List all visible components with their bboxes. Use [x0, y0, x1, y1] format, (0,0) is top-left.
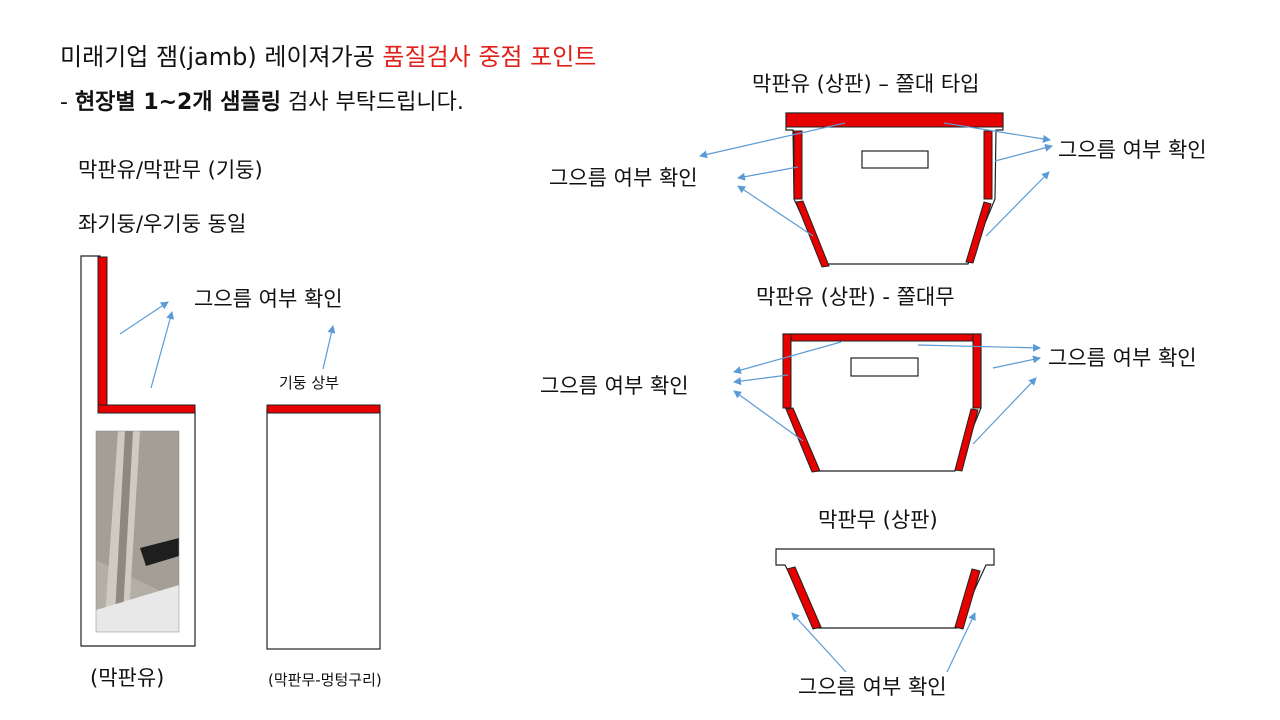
- arrow: [972, 377, 1037, 445]
- pillar-red-edge-horizontal: [97, 404, 196, 414]
- pillar-red-edge-vertical: [97, 256, 108, 412]
- diagram1-arrows: [699, 122, 1053, 237]
- arrow: [946, 612, 976, 673]
- diagram2-slot: [850, 357, 919, 377]
- arrow: [737, 185, 814, 237]
- arrow: [150, 311, 174, 389]
- title-highlight: 품질검사 중점 포인트: [382, 43, 597, 71]
- arrow: [733, 374, 789, 386]
- diagram1-shape: [785, 112, 1004, 268]
- diagram2-title: 막판유 (상판) - 쫄대무: [756, 285, 955, 309]
- arrow: [322, 325, 336, 370]
- diagram2-shape: [782, 333, 982, 473]
- diagram2-top-edge: [782, 333, 982, 342]
- arrow: [917, 343, 1041, 352]
- arrow: [992, 355, 1041, 369]
- pillar-arrows: [119, 301, 336, 389]
- caption-makpanmu: (막판무-멍텅구리): [268, 671, 382, 689]
- arrow: [985, 171, 1050, 237]
- pillar-makpanyu: [80, 255, 196, 647]
- diagram1-title: 막판유 (상판) – 쫄대 타입: [752, 72, 980, 96]
- diagram3-check-bottom: 그으름 여부 확인: [798, 675, 947, 699]
- pillar-top-label: 기둥 상부: [279, 374, 339, 392]
- caption-makpanyu: (막판유): [90, 666, 165, 690]
- pillar-makpanmu: [266, 404, 381, 650]
- title-prefix: 미래기업 잼(jamb) 레이져가공: [60, 43, 383, 71]
- diagram3-arrows: [791, 612, 976, 673]
- arrow: [733, 390, 804, 442]
- arrow: [699, 122, 846, 159]
- arrow: [737, 166, 799, 181]
- subtitle-bold: 현장별 1~2개 샘플링: [74, 90, 281, 115]
- subtitle-rest: 검사 부탁드립니다.: [281, 90, 464, 115]
- page-subtitle: - 현장별 1~2개 샘플링 검사 부탁드립니다.: [60, 92, 464, 114]
- diagram1-check-left: 그으름 여부 확인: [549, 166, 698, 190]
- pillar-check-label: 그으름 여부 확인: [194, 287, 343, 311]
- diagram2-arrows: [733, 341, 1041, 445]
- arrow: [791, 612, 847, 673]
- pillar-note: 좌기둥/우기둥 동일: [78, 212, 247, 236]
- diagram2-check-right: 그으름 여부 확인: [1048, 346, 1197, 370]
- diagram1-slot: [861, 150, 929, 169]
- page-title: 미래기업 잼(jamb) 레이져가공 품질검사 중점 포인트: [60, 45, 596, 69]
- diagram3-title: 막판무 (상판): [818, 508, 938, 532]
- diagram1-check-right: 그으름 여부 확인: [1058, 138, 1207, 162]
- diagram2-check-left: 그으름 여부 확인: [540, 374, 689, 398]
- diagram1-top-edge: [785, 112, 1004, 128]
- pillar-heading: 막판유/막판무 (기둥): [78, 158, 263, 182]
- arrow: [119, 301, 169, 335]
- arrow: [994, 143, 1053, 162]
- pillar-photo: [95, 430, 180, 633]
- diagram3-shape: [775, 548, 995, 630]
- arrow: [943, 122, 1051, 143]
- pillar-top-red-edge: [266, 404, 381, 414]
- subtitle-dash: -: [60, 90, 75, 115]
- arrow: [733, 341, 842, 374]
